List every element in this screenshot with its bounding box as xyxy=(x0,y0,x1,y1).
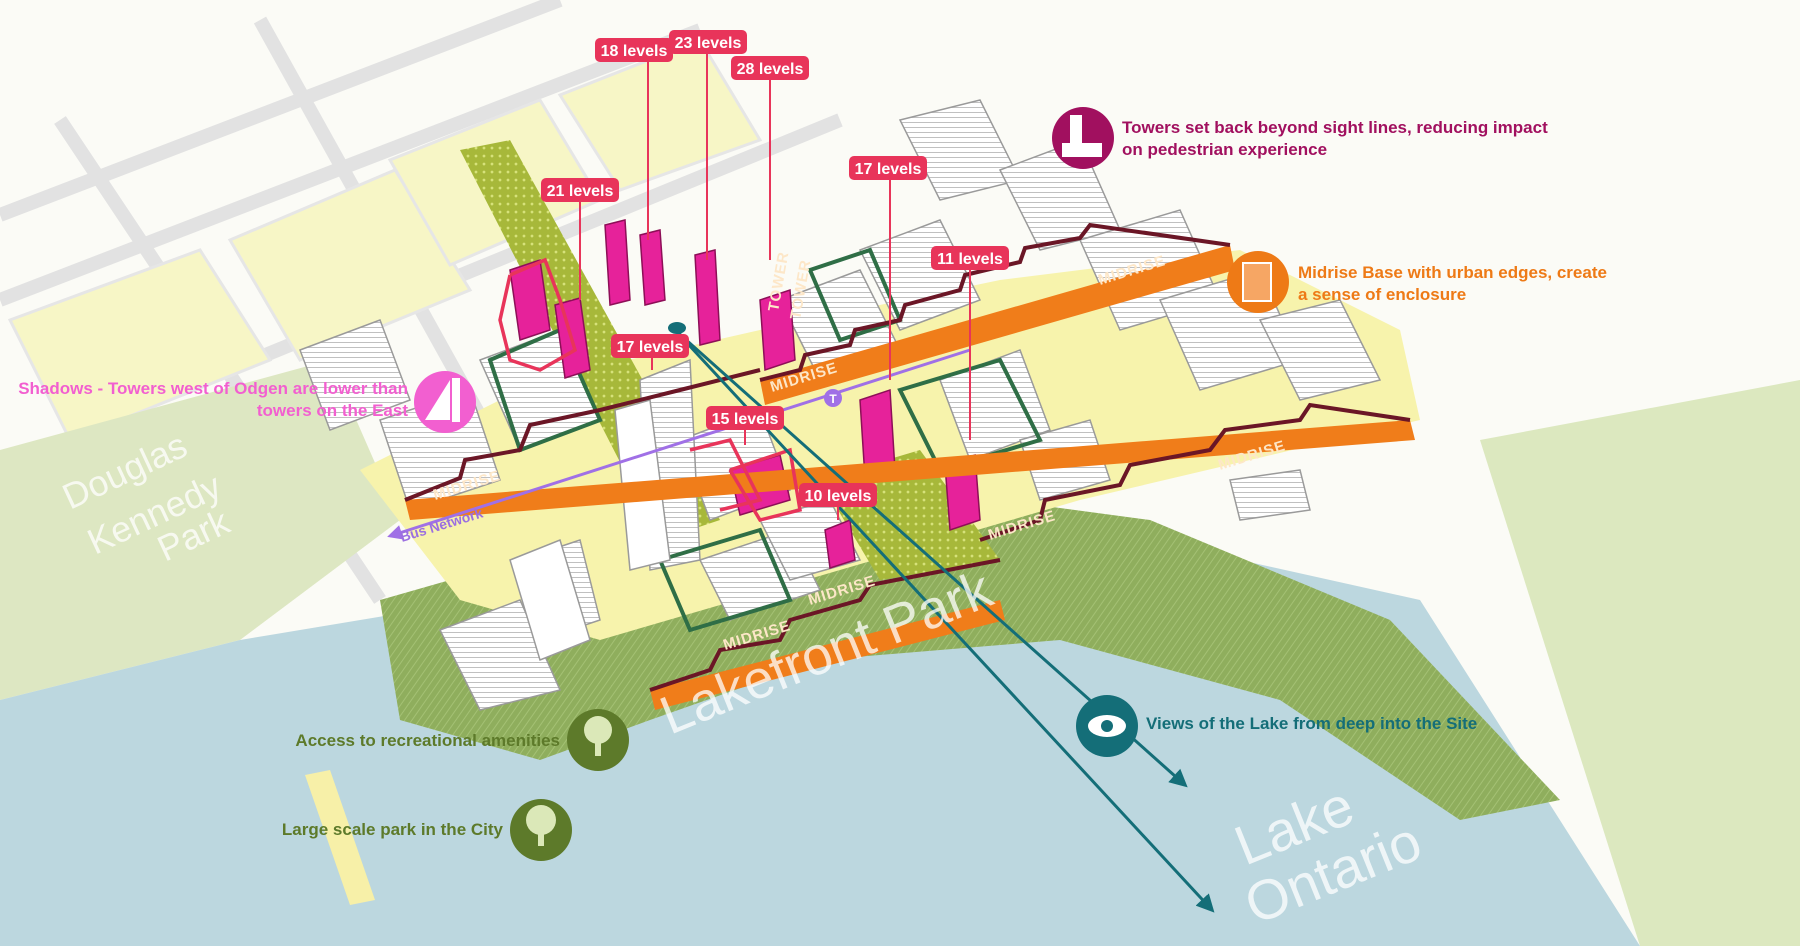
midrise-annotation: Midrise Base with urban edges, create a … xyxy=(1298,262,1607,306)
midrise-edge-waterfront xyxy=(649,558,1005,710)
recreation-annotation: Access to recreational amenities xyxy=(295,731,560,750)
transit-stop-icon xyxy=(824,389,842,407)
park-inlet xyxy=(640,690,1060,760)
view-origin xyxy=(668,322,686,334)
douglas-kennedy-park xyxy=(0,360,400,700)
annotation-line: Midrise Base with urban edges, create xyxy=(1298,263,1607,282)
annotation-line: Shadows - Towers west of Odgen are lower… xyxy=(18,379,408,398)
annotation-line: on pedestrian experience xyxy=(1122,140,1328,159)
park-annotation: Large scale park in the City xyxy=(281,820,503,839)
annotation-line: Towers set back beyond sight lines, redu… xyxy=(1122,118,1548,137)
transit-stop-label: T xyxy=(829,392,837,406)
east-green xyxy=(1480,380,1800,946)
annotation-line: towers on the East xyxy=(256,401,408,420)
pier xyxy=(305,770,375,905)
midrise-edge-north xyxy=(759,222,1235,405)
midrise-edge-south xyxy=(404,368,1415,542)
shadows-annotation: Shadows - Towers west of Odgen are lower… xyxy=(18,378,408,422)
tower-outlines xyxy=(498,257,802,523)
towers-annotation: Towers set back beyond sight lines, redu… xyxy=(1122,117,1548,161)
level-leaders xyxy=(579,48,971,520)
views-annotation: Views of the Lake from deep into the Sit… xyxy=(1146,714,1478,733)
annotation-line: a sense of enclosure xyxy=(1298,285,1467,304)
